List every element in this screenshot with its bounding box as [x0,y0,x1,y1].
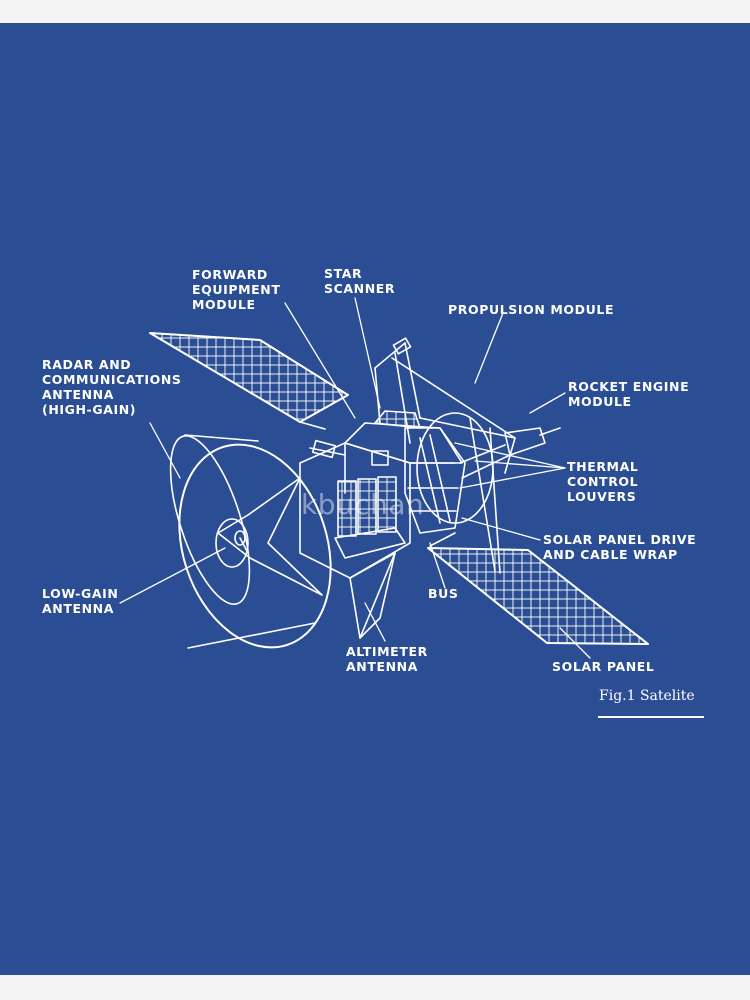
leader-lines [119,297,591,659]
upper-solar-panel [149,332,349,430]
label-rocket-engine-module: ROCKET ENGINE MODULE [568,379,690,409]
propulsion-module [374,337,516,574]
rocket-engine [459,427,561,479]
label-star-scanner: STAR SCANNER [324,266,396,296]
label-radar-antenna: RADAR AND COMMUNICATIONS ANTENNA (HIGH-G… [42,357,182,417]
label-forward-equipment-module: FORWARD EQUIPMENT MODULE [192,267,281,312]
label-propulsion-module: PROPULSION MODULE [448,302,615,317]
thermal-louvers [404,427,466,534]
label-altimeter-antenna: ALTIMETER ANTENNA [346,644,428,674]
caption-underline [598,716,704,718]
label-solar-panel-drive: SOLAR PANEL DRIVE AND CABLE WRAP [543,532,697,562]
lower-solar-panel [427,532,649,645]
blueprint-poster: FORWARD EQUIPMENT MODULE STAR SCANNER PR… [0,23,750,975]
label-low-gain-antenna: LOW-GAIN ANTENNA [42,586,119,616]
watermark: kbuchan [301,488,425,521]
label-solar-panel: SOLAR PANEL [552,659,655,674]
figure-caption: Fig.1 Satelite [599,688,695,704]
low-gain-antenna [215,477,323,596]
label-bus: BUS [428,586,459,601]
label-thermal-control-louvers: THERMAL CONTROL LOUVERS [567,459,639,504]
high-gain-dish [169,434,332,649]
satellite-drawing [119,297,649,659]
bus-body [299,442,411,639]
forward-equipment-module [309,410,463,466]
